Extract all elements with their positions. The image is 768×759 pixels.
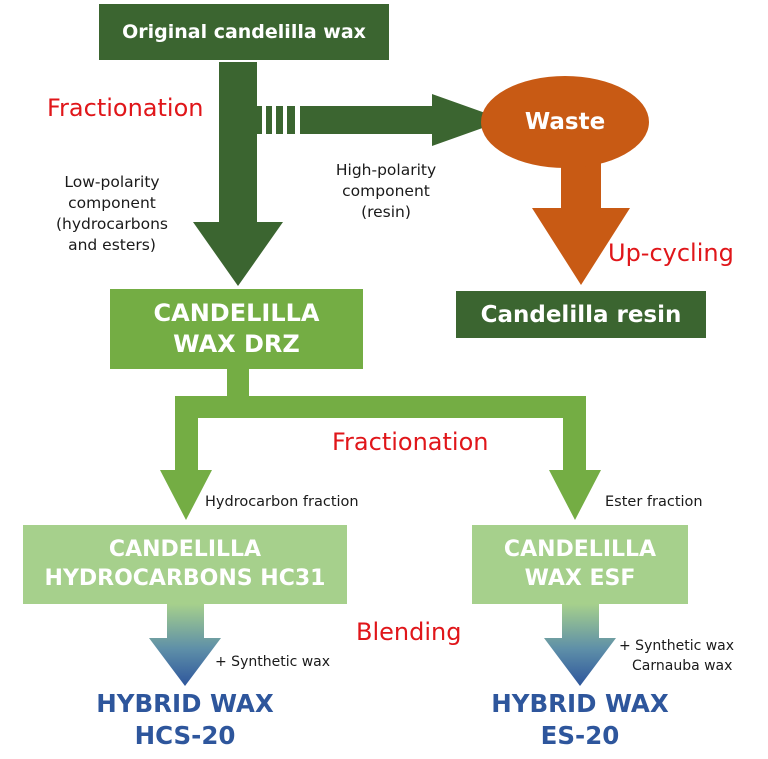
synthetic-wax-right-label: + Synthetic wax (619, 638, 735, 654)
hc-label-line1: CANDELILLA (108, 536, 262, 562)
hybrid-wax-es20: HYBRID WAX ES-20 (465, 688, 695, 752)
fractionation-label-top: Fractionation (47, 94, 204, 122)
es-label-line1: HYBRID WAX (491, 689, 669, 718)
down-arrow-original-to-drz (193, 62, 283, 286)
original-wax-box: Original candelilla wax (99, 4, 389, 60)
candelilla-wax-drz-box: CANDELILLA WAX DRZ (110, 289, 363, 369)
carnauba-wax-label: Carnauba wax (632, 658, 733, 674)
hydrocarbon-fraction-label: Hydrocarbon fraction (205, 494, 359, 510)
down-arrow-waste-to-resin (532, 160, 630, 285)
fractionation-label-mid: Fractionation (332, 428, 489, 456)
esf-label-line1: CANDELILLA (503, 536, 657, 562)
waste-ellipse (481, 76, 649, 168)
high-polarity-annotation: High-polarity component (resin) (335, 161, 437, 222)
drz-label-line2: WAX DRZ (173, 330, 300, 358)
waste-node: Waste (481, 76, 649, 168)
original-wax-label: Original candelilla wax (122, 21, 366, 43)
blending-label: Blending (356, 618, 462, 646)
arrow-to-waste (257, 94, 505, 146)
candelilla-hydrocarbons-box: CANDELILLA HYDROCARBONS HC31 (23, 525, 347, 604)
synthetic-wax-left-label: + Synthetic wax (215, 654, 331, 670)
candelilla-resin-label: Candelilla resin (480, 301, 682, 328)
up-cycling-label: Up-cycling (608, 239, 734, 267)
drz-label-line1: CANDELILLA (153, 298, 320, 327)
down-arrow-esf-to-hybrid (544, 604, 616, 686)
hybrid-wax-hcs20: HYBRID WAX HCS-20 (70, 688, 300, 752)
es-label-line2: ES-20 (540, 720, 620, 750)
candelilla-wax-esf-box: CANDELILLA WAX ESF (472, 525, 688, 604)
waste-label: Waste (524, 109, 606, 135)
low-polarity-annotation: Low-polarity component (hydrocarbons and… (55, 173, 168, 255)
ester-fraction-label: Ester fraction (605, 494, 703, 510)
candelilla-resin-box: Candelilla resin (456, 291, 706, 338)
hc-label-line2: HYDROCARBONS HC31 (44, 565, 326, 591)
hcs-label-line1: HYBRID WAX (96, 689, 274, 718)
hcs-label-line2: HCS-20 (134, 720, 236, 750)
down-arrow-hc-to-hybrid (149, 604, 221, 686)
split-arrow (160, 368, 601, 520)
esf-label-line2: WAX ESF (524, 565, 636, 591)
